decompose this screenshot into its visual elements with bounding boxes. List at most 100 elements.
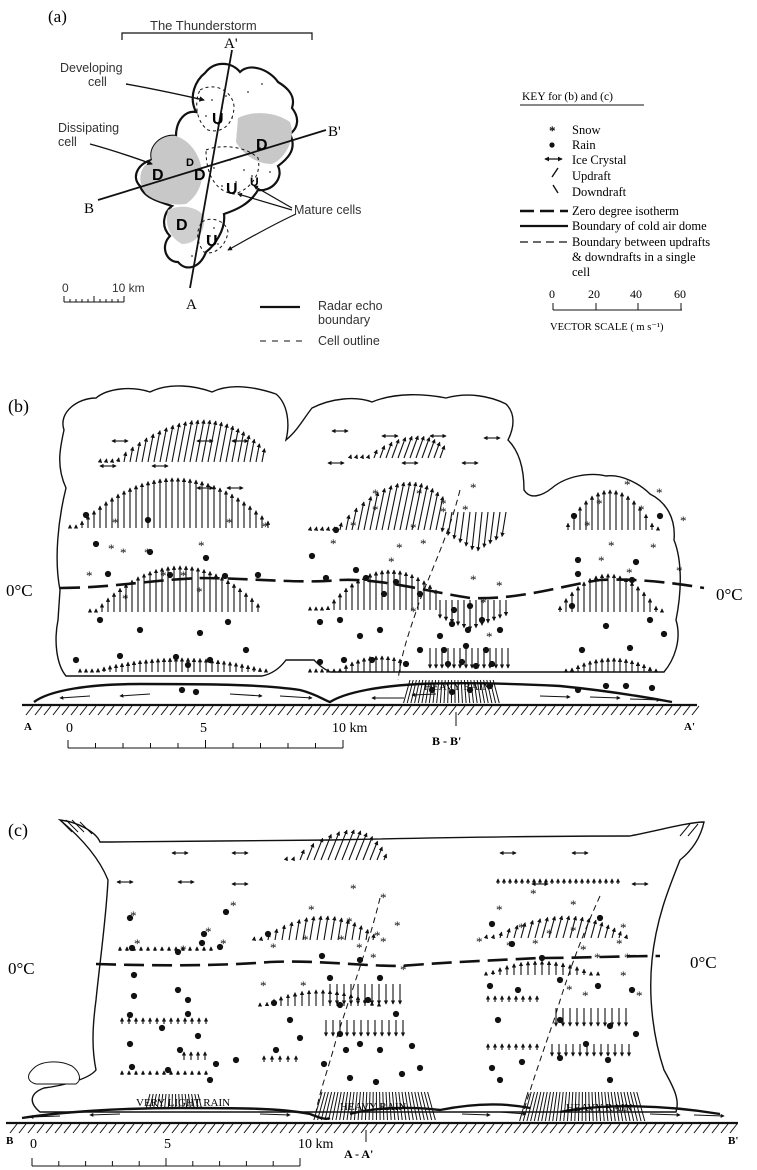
ground-hatch — [305, 706, 312, 715]
rain-icon — [377, 1047, 383, 1053]
svg-text:D: D — [256, 137, 268, 154]
svg-text:U: U — [226, 181, 238, 198]
ground-hatch — [683, 706, 690, 715]
rain-icon — [353, 567, 359, 573]
ground-hatch — [523, 1124, 530, 1133]
ground-hatch — [566, 706, 573, 715]
snow-icon: * — [598, 553, 605, 568]
ground-hatch — [406, 1124, 413, 1133]
snow-icon: * — [476, 934, 483, 949]
ground-hatch — [37, 1124, 44, 1133]
ground-hatch — [343, 1124, 350, 1133]
dissipating-cell-line2: cell — [58, 135, 77, 149]
snow-icon: * — [620, 968, 627, 983]
c-scale-5: 5 — [164, 1137, 171, 1152]
ground-hatch — [676, 1124, 683, 1133]
ground-hatch — [557, 706, 564, 715]
ground-hatch — [730, 1124, 737, 1133]
ground-hatch — [280, 1124, 287, 1133]
rain-icon — [557, 1055, 563, 1061]
rain-icon — [519, 1059, 525, 1065]
rain-icon — [97, 617, 103, 623]
ground-hatch — [712, 1124, 719, 1133]
rain-icon — [319, 953, 325, 959]
rain-icon — [373, 1079, 379, 1085]
ground-hatch — [80, 706, 87, 715]
label-b-prime: B' — [328, 124, 341, 140]
ground-hatch — [46, 1124, 53, 1133]
snow-icon: * — [584, 518, 591, 533]
snow-icon: * — [496, 578, 503, 593]
snow-icon: * — [530, 886, 537, 901]
snow-icon: * — [624, 477, 631, 492]
ground-hatch — [505, 1124, 512, 1133]
developing-cell-line2: cell — [88, 75, 107, 89]
ground-hatch — [287, 706, 294, 715]
ground-hatch — [386, 706, 393, 715]
ground-hatch — [622, 1124, 629, 1133]
rain-icon — [409, 1043, 415, 1049]
rain-icon — [557, 977, 563, 983]
ground-hatch — [152, 706, 159, 715]
ground-hatch — [496, 1124, 503, 1133]
svg-text:D: D — [186, 157, 194, 169]
rain-icon — [207, 1077, 213, 1083]
ground-hatch — [217, 1124, 224, 1133]
panel-c: (c) VERY LIGHT RAIN HEAVY RAIN HEAVY RAI… — [6, 820, 738, 1166]
ground-hatch — [134, 706, 141, 715]
rain-icon — [185, 1011, 191, 1017]
ground-hatch — [136, 1124, 143, 1133]
ground-hatch — [197, 706, 204, 715]
snow-icon: * — [680, 513, 687, 528]
rain-icon — [489, 1065, 495, 1071]
zero-label-right-c: 0°C — [690, 953, 717, 972]
rain-icon — [197, 630, 203, 636]
b-section-label: B - B' — [432, 734, 461, 748]
snow-icon: * — [260, 978, 267, 993]
ground-hatch — [604, 1124, 611, 1133]
snow-icon: * — [636, 988, 643, 1003]
ground-hatch — [512, 706, 519, 715]
key-ice-label: Ice Crystal — [572, 153, 627, 167]
key-snow-label: Snow — [572, 123, 600, 137]
key-boundary-cont-2: cell — [572, 265, 591, 279]
rain-icon — [403, 661, 409, 667]
ground-hatch — [116, 706, 123, 715]
ground-hatch — [440, 706, 447, 715]
rain-icon — [575, 687, 581, 693]
ground-hatch — [469, 1124, 476, 1133]
dissipating-cell-line1: Dissipating — [58, 121, 119, 135]
ground-hatch — [181, 1124, 188, 1133]
dissipating-cell-arrow — [90, 144, 152, 164]
snow-icon: * — [580, 942, 587, 957]
rain-icon — [195, 1033, 201, 1039]
snow-icon: * — [624, 950, 631, 965]
ground-hatch — [359, 706, 366, 715]
ground-hatch — [503, 706, 510, 715]
rain-icon — [647, 617, 653, 623]
ground-hatch — [296, 706, 303, 715]
vector-scale: 0 20 40 60 VECTOR SCALE ( m s⁻¹) — [549, 287, 686, 333]
ground-hatch — [35, 706, 42, 715]
ground-hatch — [422, 706, 429, 715]
ground-hatch — [125, 706, 132, 715]
ground-hatch — [271, 1124, 278, 1133]
rain-icon — [489, 921, 495, 927]
rain-icon — [417, 1065, 423, 1071]
ground-hatch — [631, 1124, 638, 1133]
a-scale-km: 10 km — [112, 281, 145, 295]
snow-icon: * — [350, 881, 357, 896]
rain-icon — [137, 627, 143, 633]
snow-icon: * — [356, 940, 363, 955]
rain-icon — [105, 571, 111, 577]
rain-icon — [297, 1035, 303, 1041]
ground-hatch — [647, 706, 654, 715]
ground-hatch — [28, 1124, 35, 1133]
rain-icon — [201, 931, 207, 937]
ground-hatch — [431, 706, 438, 715]
rain-icon — [159, 1025, 165, 1031]
rain-icon — [127, 1012, 133, 1018]
rain-icon — [515, 987, 521, 993]
svg-text:U: U — [250, 175, 259, 189]
rain-icon — [343, 1047, 349, 1053]
